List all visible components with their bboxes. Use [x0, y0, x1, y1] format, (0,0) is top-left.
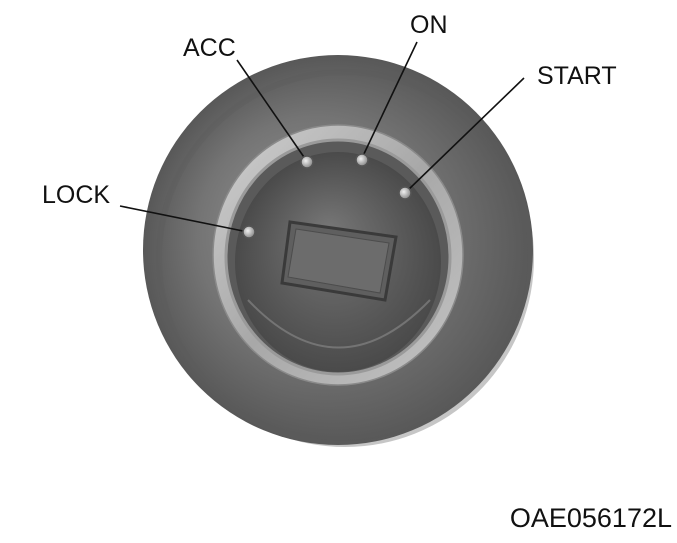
leader-line-start [405, 77, 525, 193]
lock-label: LOCK [42, 181, 110, 209]
outer-bezel-shade [156, 69, 534, 447]
figure-code: OAE056172L [510, 503, 672, 533]
lock-position-dot [242, 225, 256, 239]
leader-line-on [361, 41, 418, 159]
keyhole-slot-inner [287, 228, 390, 294]
acc-position-dot [300, 155, 314, 169]
leader-line-lock [119, 205, 249, 233]
cylinder-highlight [247, 299, 431, 349]
start-label: START [537, 62, 617, 90]
acc-label: ACC [183, 34, 236, 62]
start-position-dot [398, 186, 412, 200]
on-label: ON [410, 11, 448, 39]
leader-line-acc [236, 59, 307, 161]
on-position-dot [355, 153, 369, 167]
